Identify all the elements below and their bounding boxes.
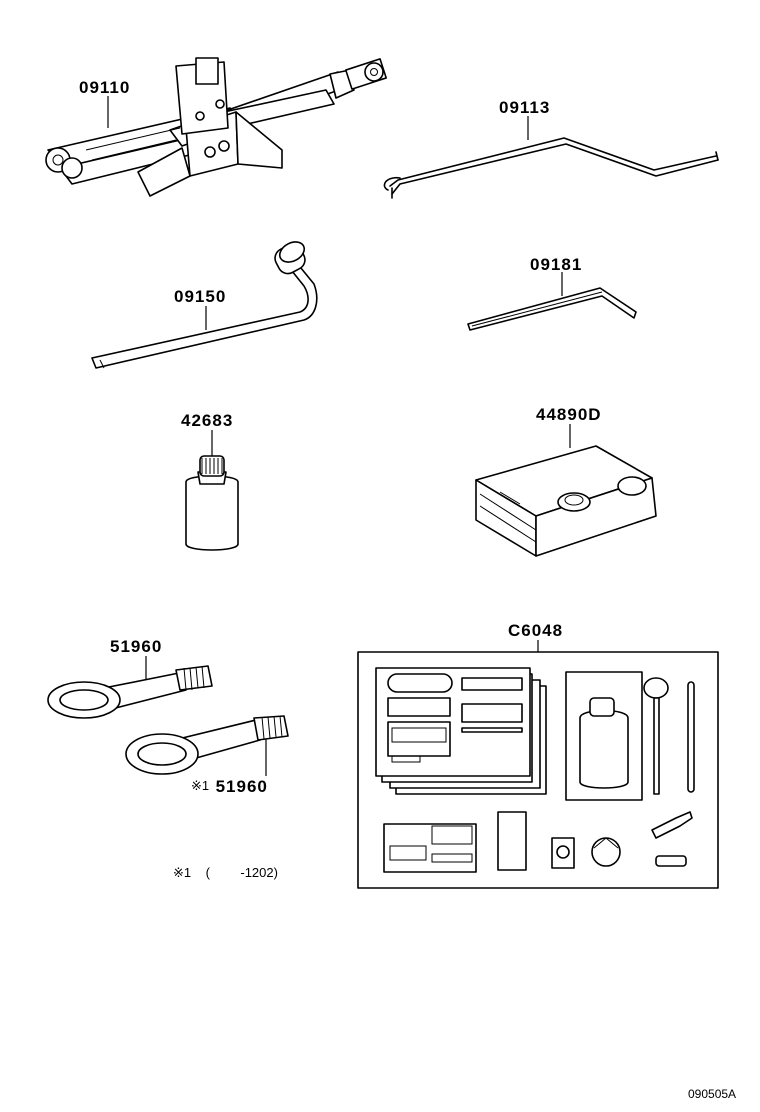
lug-wrench-illustration	[91, 241, 318, 369]
towing-eye-2-label: ※1 51960	[191, 778, 268, 797]
footnote-marker: ※1	[191, 778, 210, 793]
part-number-lug-wrench: 09150	[174, 287, 227, 306]
part-number-jack-handle: 09113	[499, 98, 551, 117]
part-number-towing-eye-1: 51960	[110, 637, 163, 656]
part-number-repair-kit: C6048	[508, 621, 564, 640]
hex-key-illustration	[467, 272, 637, 331]
footnote: ※1 ( -1202)	[173, 864, 278, 882]
jack-illustration	[45, 57, 388, 197]
part-number-towing-eye-2: 51960	[215, 777, 268, 796]
compressor-illustration	[475, 424, 657, 557]
jack-handle-illustration	[383, 116, 719, 199]
part-number-hex-key: 09181	[530, 255, 583, 274]
footnote-mark: ※1	[173, 865, 192, 880]
footnote-open-paren: (	[205, 865, 210, 880]
towing-eye-2-illustration	[125, 715, 289, 776]
repair-kit-illustration	[357, 640, 719, 889]
part-number-jack: 09110	[79, 78, 131, 97]
sealant-bottle-illustration	[185, 430, 239, 551]
towing-eye-1-illustration	[47, 656, 213, 719]
part-number-sealant-bottle: 42683	[181, 411, 234, 430]
footnote-range: -1202)	[240, 865, 278, 880]
part-number-compressor: 44890D	[536, 405, 602, 424]
diagram-reference-code: 090505A	[688, 1087, 737, 1101]
